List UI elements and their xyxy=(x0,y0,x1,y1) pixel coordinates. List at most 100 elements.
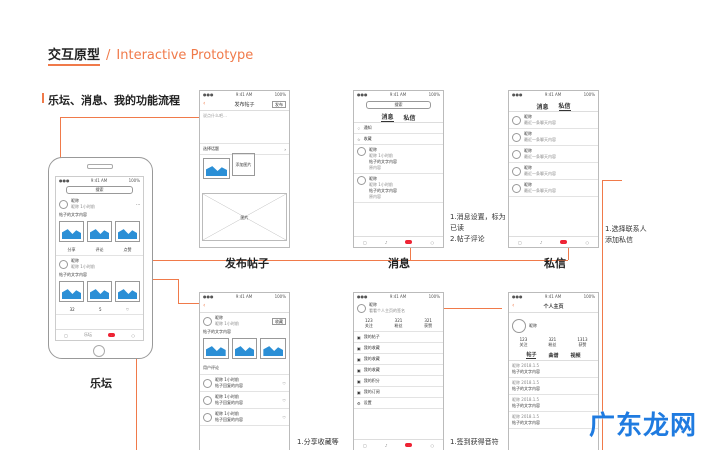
menu-settings[interactable]: ⚙设置 xyxy=(354,398,443,409)
menu-favorites[interactable]: ▣我的收藏 xyxy=(354,365,443,376)
tab-forum[interactable]: ♪ xyxy=(384,442,388,448)
add-image-button[interactable]: 添加图片 xyxy=(232,153,255,176)
post-image[interactable] xyxy=(115,221,140,242)
like-button[interactable]: 点赞 xyxy=(123,247,132,252)
tab-home[interactable]: ▢ xyxy=(363,442,367,448)
connector xyxy=(60,117,202,118)
publish-button[interactable]: 发布 xyxy=(272,101,286,108)
back-icon[interactable]: ‹ xyxy=(512,302,515,309)
dm-item[interactable]: 昵称最近一条聊天内容 xyxy=(509,129,598,146)
tab-posts[interactable]: 帖子 xyxy=(526,352,537,359)
post-image[interactable] xyxy=(87,221,112,242)
menu-favorites[interactable]: ▣我的收藏 xyxy=(354,354,443,365)
back-icon[interactable]: ‹ xyxy=(203,100,206,107)
selected-image[interactable] xyxy=(203,158,230,179)
note-line: 添加私信 xyxy=(605,236,633,244)
comment-button[interactable]: 评论 xyxy=(95,247,104,252)
tab-badge[interactable]: · xyxy=(560,240,568,244)
detail-note: 1.分享收藏等 xyxy=(297,438,339,446)
tab-home[interactable]: ▢ xyxy=(363,239,367,245)
like-icon[interactable]: ♡ xyxy=(125,307,130,312)
tab-home[interactable]: ▢ xyxy=(64,332,68,338)
post-image[interactable] xyxy=(203,338,229,359)
message-item[interactable]: 昵称昵称 1小时前帖子的文字内容原内容 xyxy=(354,145,443,174)
post-time: 昵称 1小时前 xyxy=(215,321,239,326)
back-icon[interactable]: ‹ xyxy=(203,302,206,309)
comment-item[interactable]: 昵称 1小时前帖子回复的内容♡ xyxy=(200,409,289,426)
menu-points[interactable]: ▣我的积分 xyxy=(354,376,443,387)
tab-me[interactable]: ○ xyxy=(430,442,434,448)
post-image[interactable] xyxy=(59,221,84,242)
dm-item[interactable]: 昵称最近一条聊天内容 xyxy=(509,163,598,180)
more-icon[interactable]: ··· xyxy=(136,201,140,207)
collect-button[interactable]: 收藏 xyxy=(272,317,286,325)
tab-me[interactable]: ○ xyxy=(430,239,434,245)
tab-me[interactable]: ○ xyxy=(585,239,589,245)
tab-scores[interactable]: 曲谱 xyxy=(548,352,559,359)
comment-item[interactable]: 昵称 1小时前帖子回复的内容♡ xyxy=(200,375,289,392)
speaker xyxy=(87,164,113,169)
menu-label: 我的收藏 xyxy=(363,356,380,361)
dm-item[interactable]: 昵称最近一条聊天内容 xyxy=(509,112,598,129)
tab-me[interactable]: ○ xyxy=(131,332,135,338)
tab-home[interactable]: ▢ xyxy=(518,239,522,245)
stat-value: 321 xyxy=(548,337,557,342)
menu-icon: ▣ xyxy=(357,378,361,384)
menu-favorites[interactable]: ▣我的收藏 xyxy=(354,343,443,354)
search-input[interactable]: 搜索 xyxy=(366,101,431,109)
tab-badge[interactable]: · xyxy=(405,240,413,244)
compose-input[interactable]: 说点什么吧… xyxy=(203,113,227,118)
message-item[interactable]: 昵称昵称 1小时前帖子的文字内容原内容 xyxy=(354,174,443,203)
favorite-label: 收藏 xyxy=(363,136,372,141)
tab-messages[interactable]: 消息 xyxy=(381,114,394,122)
tab-badge[interactable]: · xyxy=(405,443,413,447)
star-icon: ☆ xyxy=(357,136,361,142)
tab-forum[interactable]: 乐坛 xyxy=(84,332,93,337)
notify-row[interactable]: ♢通知 xyxy=(354,123,443,134)
post-image[interactable] xyxy=(115,281,140,302)
tab-dm[interactable]: 私信 xyxy=(558,103,571,111)
like-icon[interactable]: ♡ xyxy=(282,414,286,420)
menu-posts[interactable]: ▣我的帖子 xyxy=(354,332,443,343)
search-input[interactable]: 搜索 xyxy=(66,186,133,194)
like-icon[interactable]: ♡ xyxy=(282,397,286,403)
tab-messages[interactable]: 消息 xyxy=(536,103,549,111)
post-image[interactable] xyxy=(59,281,84,302)
topic-row[interactable]: 选择话题› xyxy=(200,143,289,155)
tab-videos[interactable]: 视频 xyxy=(570,352,581,359)
dm-item[interactable]: 昵称最近一条聊天内容 xyxy=(509,146,598,163)
post-image[interactable] xyxy=(87,281,112,302)
tab-forum[interactable]: ♪ xyxy=(539,239,543,245)
comment-item[interactable]: 昵称 1小时前帖子回复的内容♡ xyxy=(200,392,289,409)
avatar xyxy=(203,395,212,405)
avatar xyxy=(357,176,366,185)
post-image[interactable] xyxy=(231,338,258,359)
favorite-row[interactable]: ☆收藏 xyxy=(354,134,443,145)
like-count: 32 xyxy=(69,307,75,312)
tab-forum[interactable]: ♪ xyxy=(384,239,388,245)
menu-icon: ▣ xyxy=(357,345,361,351)
connector xyxy=(602,180,603,450)
share-button[interactable]: 分享 xyxy=(67,247,76,252)
watermark: 广东龙网 xyxy=(588,411,697,441)
tab-dm[interactable]: 私信 xyxy=(403,114,416,122)
dm-item[interactable]: 昵称最近一条聊天内容 xyxy=(509,180,598,197)
profile-header[interactable]: 昵称看看个人主页的签名 xyxy=(354,300,443,316)
like-icon[interactable]: ♡ xyxy=(282,380,286,386)
menu-subscriptions[interactable]: ▣我的订阅 xyxy=(354,387,443,398)
tab-badge[interactable]: · xyxy=(108,333,116,337)
post-image[interactable] xyxy=(260,338,287,359)
